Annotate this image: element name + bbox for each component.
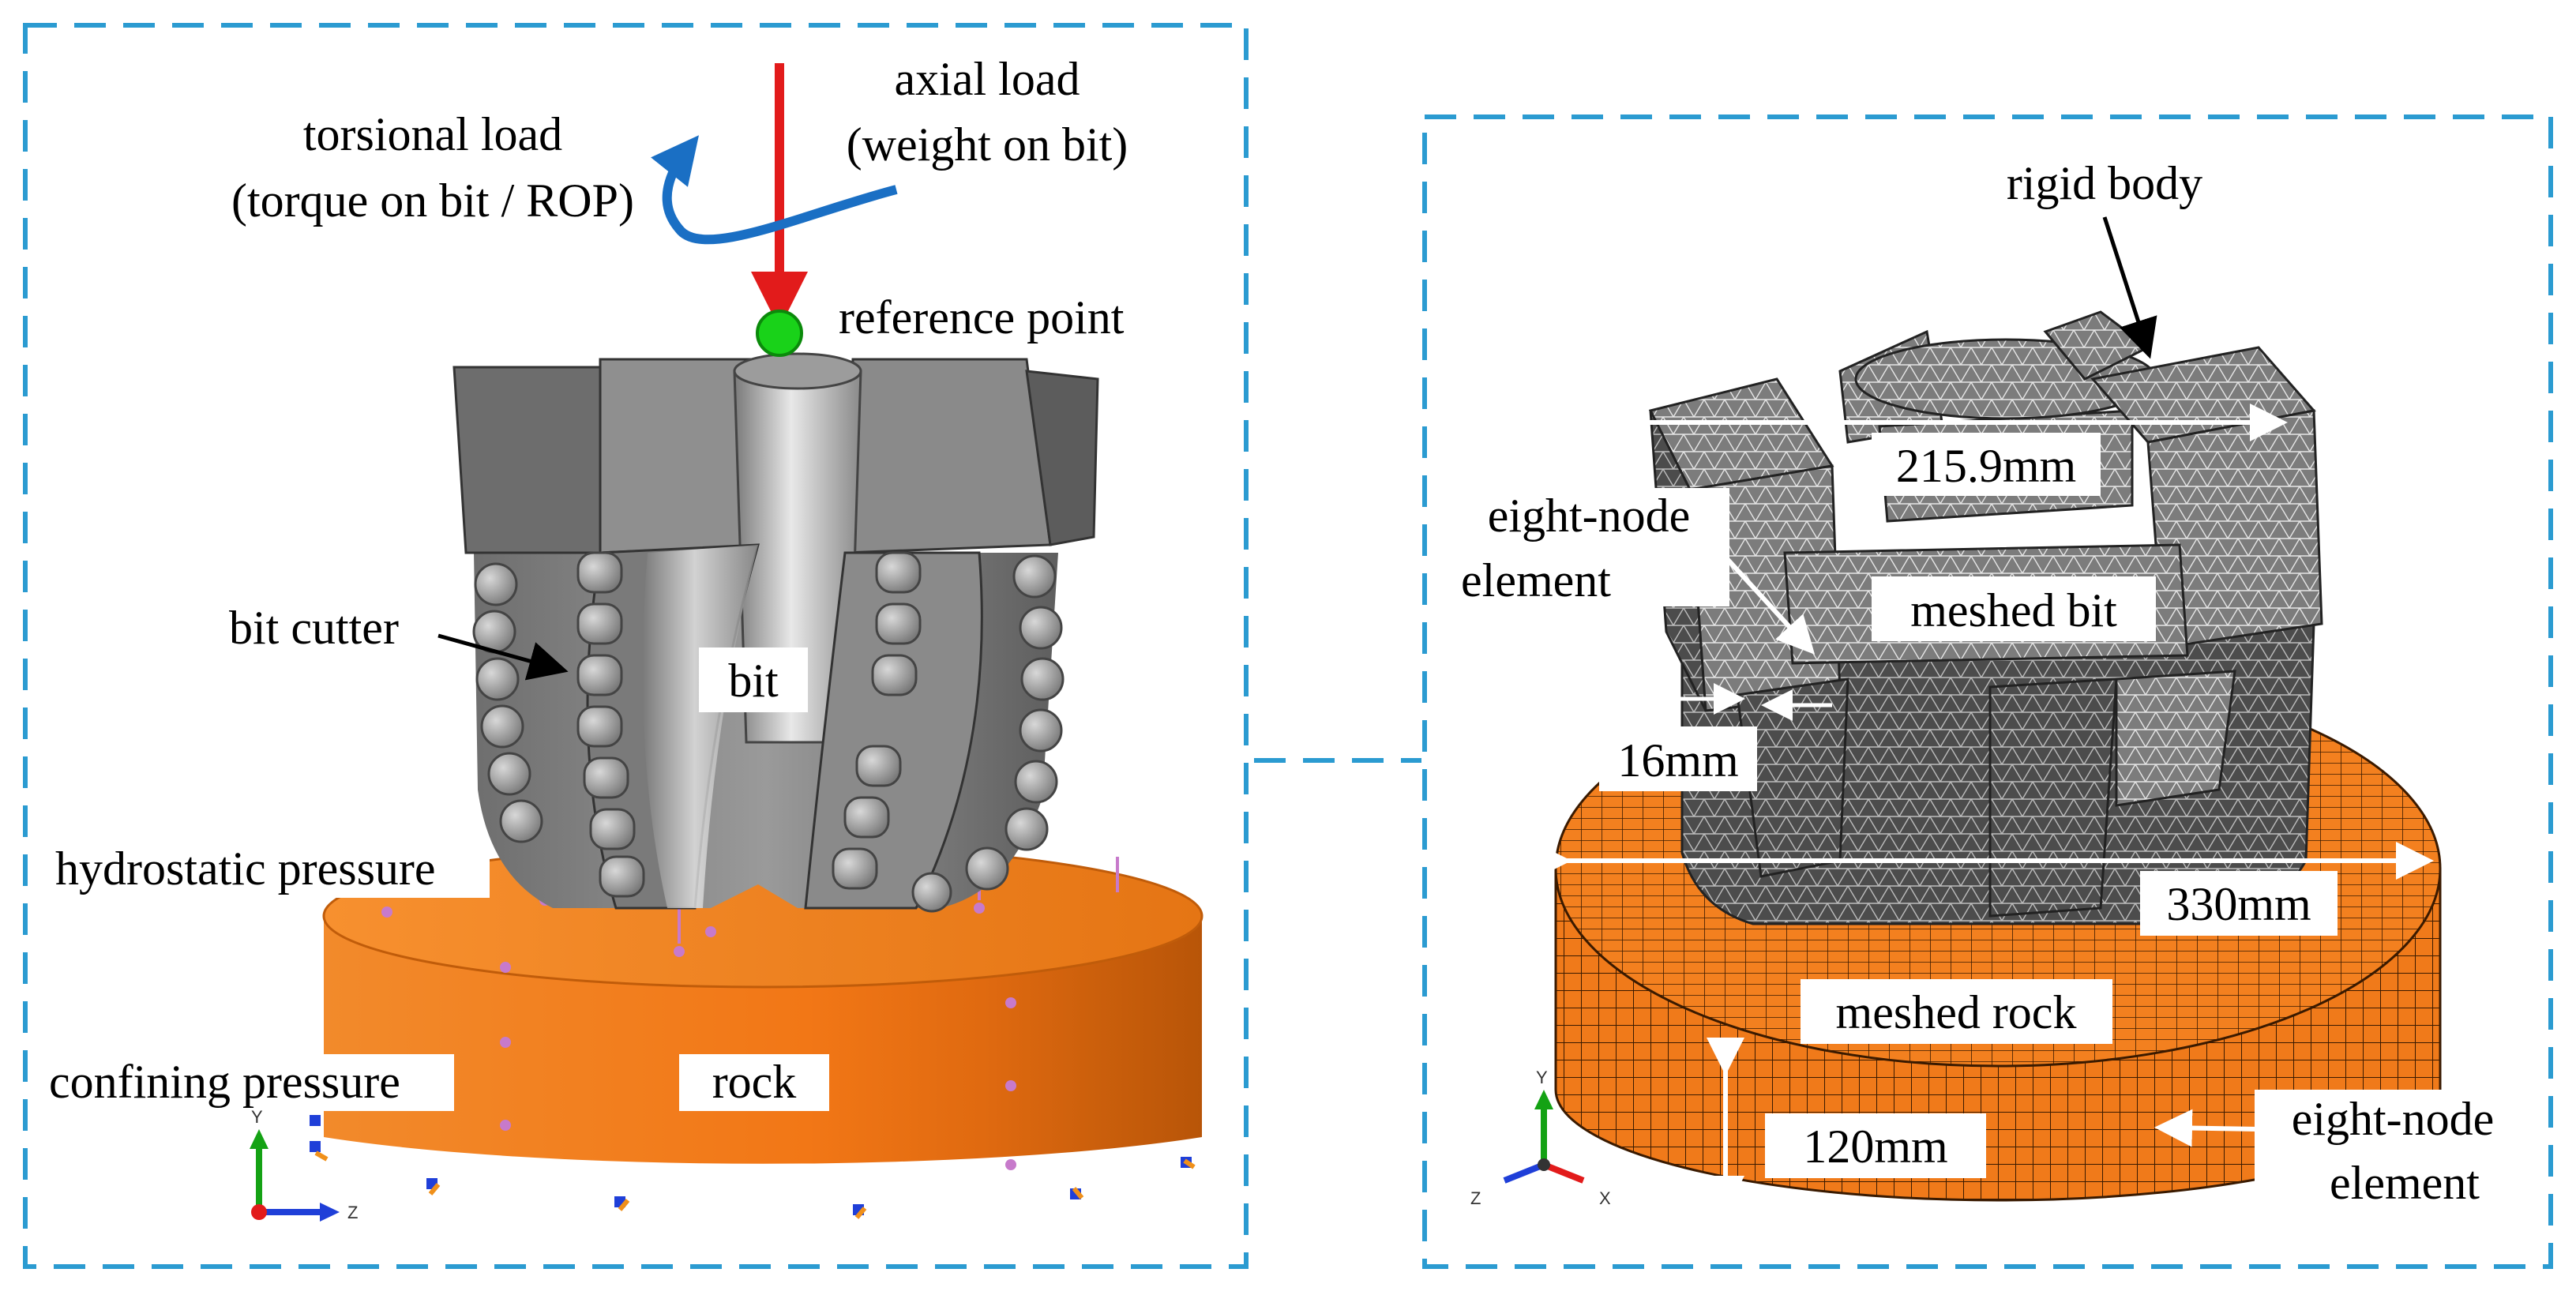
rigid-body-pointer <box>2102 216 2157 359</box>
bit-cutters <box>472 551 1065 913</box>
drill-bit: bit <box>452 352 1099 910</box>
bit-cutter-label: bit cutter <box>229 602 399 654</box>
svg-text:Z: Z <box>347 1203 358 1222</box>
svg-text:16mm: 16mm <box>1617 734 1738 786</box>
torsional-load-label: torsional load <box>303 108 562 160</box>
rock-height-dimension: 120mm <box>1707 1038 1986 1214</box>
svg-text:330mm: 330mm <box>2166 878 2311 930</box>
coordinate-triad-left: Y Z <box>250 1107 358 1222</box>
rigid-body-label: rigid body <box>2007 157 2202 209</box>
eight-node-bottom-label-line1: eight-node <box>2292 1093 2495 1145</box>
left-panel-frame <box>23 23 1249 1269</box>
reference-point-marker <box>756 310 803 357</box>
rock-label-box <box>679 1054 829 1111</box>
boundary-constraints <box>310 1115 1196 1219</box>
meshed-rock-label-box <box>1801 979 2112 1044</box>
svg-text:Y: Y <box>1536 1068 1548 1087</box>
bit-label: bit <box>728 655 779 707</box>
right-panel-frame <box>1422 114 2553 1269</box>
eight-node-bottom-label-box <box>2255 1090 2511 1216</box>
eight-node-bottom-pointer <box>2154 1109 2259 1147</box>
coordinate-triad-right: Y X Z <box>1470 1068 1611 1208</box>
eight-node-top-label-line1: eight-node <box>1488 490 1691 542</box>
svg-text:X: X <box>1599 1188 1611 1208</box>
hydrostatic-label-box <box>47 841 490 898</box>
svg-text:Z: Z <box>1470 1188 1481 1208</box>
confining-pressure-label: confining pressure <box>49 1056 400 1108</box>
svg-text:120mm: 120mm <box>1803 1120 1947 1173</box>
reference-point-label: reference point <box>839 291 1125 343</box>
meshed-bit-label: meshed bit <box>1910 584 2117 636</box>
applied-loads <box>651 63 898 357</box>
torque-on-bit-label: (torque on bit / ROP) <box>231 175 634 227</box>
cutter-size-dimension: 16mm <box>1599 683 1832 791</box>
hydrostatic-pressure-label: hydrostatic pressure <box>55 843 436 895</box>
right-panel: rigid body 215.9mm eight-node element me… <box>1422 114 2553 1269</box>
svg-text:215.9mm: 215.9mm <box>1896 440 2076 492</box>
weight-on-bit-label: (weight on bit) <box>847 118 1128 171</box>
confining-label-box <box>43 1054 454 1111</box>
torsional-load-arrow <box>651 135 898 245</box>
eight-node-top-label-box <box>1449 488 1729 606</box>
meshed-bit-label-box <box>1872 576 2156 641</box>
rock-label: rock <box>712 1056 797 1108</box>
rock-diameter-dimension: 330mm <box>1534 842 2434 936</box>
meshed-rock-label: meshed rock <box>1836 986 2077 1038</box>
bit-label-box <box>699 648 808 712</box>
eight-node-bottom-label-line2: element <box>2330 1157 2480 1209</box>
bit-cutter-pointer <box>437 633 569 681</box>
eight-node-top-pointer <box>1719 550 1816 655</box>
svg-text:Y: Y <box>251 1107 263 1127</box>
left-panel: bit <box>23 23 1249 1269</box>
eight-node-top-label-line2: element <box>1461 554 1611 606</box>
bit-diameter-dimension: 215.9mm <box>1614 404 2288 496</box>
axial-load-label: axial load <box>895 53 1080 105</box>
